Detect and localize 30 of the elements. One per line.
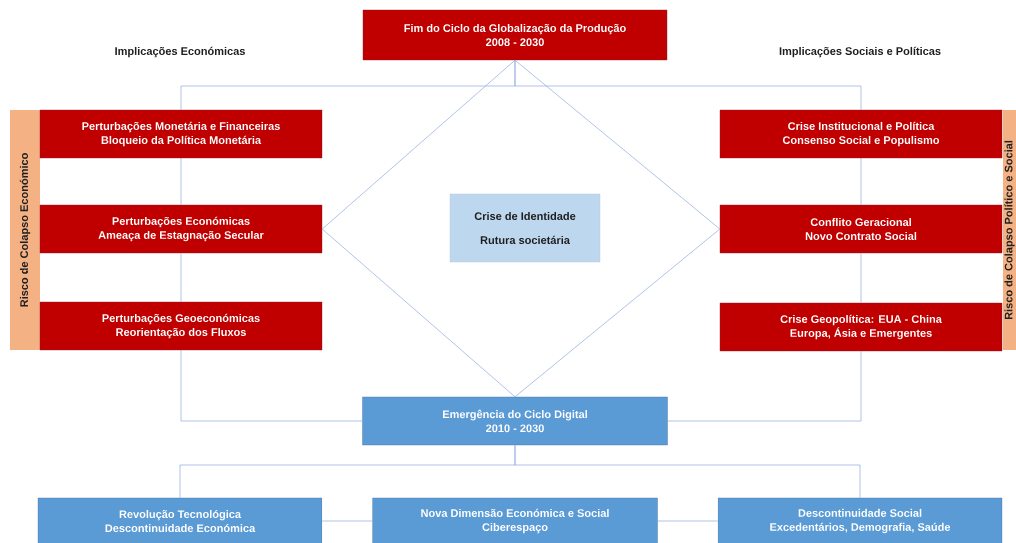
process-box: Crise Geopolítica: EUA - China Europa, Ásia e Emergentes <box>719 302 1003 352</box>
connector-line <box>860 157 862 206</box>
connector-line <box>180 252 182 303</box>
connector-line <box>667 350 862 422</box>
side-band: Risco de Colapso Político e Social <box>1003 110 1016 350</box>
connector-line <box>514 228 721 398</box>
connector-line <box>657 520 719 522</box>
process-box: Perturbações Geoeconómicas Reorientação dos Fluxos <box>39 301 323 351</box>
connector-line <box>321 228 516 398</box>
process-box: Fim do Ciclo da Globalização da Produção 2008 - 2030 <box>362 9 668 61</box>
process-box: Crise Institucional e Política Consenso Social e Populismo <box>719 109 1003 159</box>
section-heading: Implicações Sociais e Políticas <box>779 46 941 58</box>
process-box: Emergência do Ciclo Digital 2010 - 2030 <box>362 396 668 446</box>
connector-line <box>514 59 862 111</box>
connector-line <box>180 157 182 206</box>
process-box: Perturbações Económicas Ameaça de Estagnação Secular <box>39 204 323 254</box>
center-box: Crise de Identidade Rutura societária <box>449 193 601 263</box>
connector-line <box>321 520 373 522</box>
connector-line <box>514 59 721 230</box>
process-box: Nova Dimensão Económica e Social Ciberespaço <box>372 497 658 543</box>
process-box: Descontinuidade Social Excedentários, Demografia, Saúde <box>717 497 1003 543</box>
process-box: Perturbações Monetária e Financeiras Bloqueio da Política Monetária <box>39 109 323 159</box>
process-box: Conflito Geracional Novo Contrato Social <box>719 204 1003 254</box>
connector-line <box>860 252 862 304</box>
side-band: Risco de Colapso Económico <box>10 110 40 350</box>
process-box: Revolução Tecnológica Descontinuidade Económica <box>37 497 323 543</box>
section-heading: Implicações Económicas <box>115 46 245 58</box>
connector-line <box>180 349 363 422</box>
connector-line <box>321 59 516 230</box>
connector-line <box>514 444 861 499</box>
